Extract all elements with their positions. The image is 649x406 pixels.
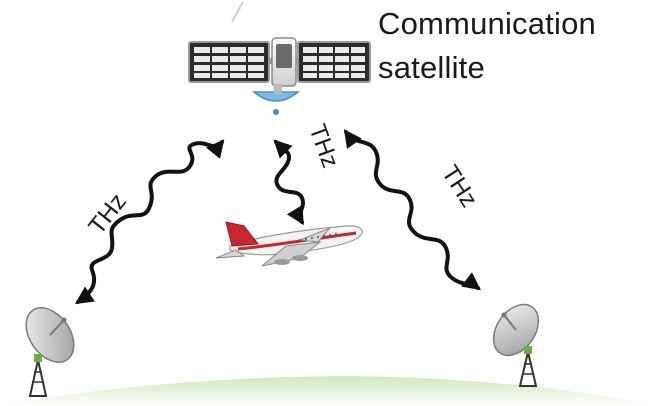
satellite-icon [188,37,371,115]
satellite-caption-line1: Communication [378,6,596,41]
thz-label-middle: THz [303,121,343,172]
thz-label-left: THz [83,188,131,239]
satellite-caption-line2: satellite [378,50,485,85]
thz-link-left-wave [75,139,225,304]
earth-horizon [0,376,649,406]
thz-link-middle-wave [273,139,305,226]
thz-label-right: THz [436,161,483,213]
ground-station-dish-right [492,303,540,387]
airplane-icon [215,221,363,267]
satellite-antenna [231,1,244,23]
thz-link-right-wave [343,129,481,291]
ground-station-dish-left [25,307,75,397]
